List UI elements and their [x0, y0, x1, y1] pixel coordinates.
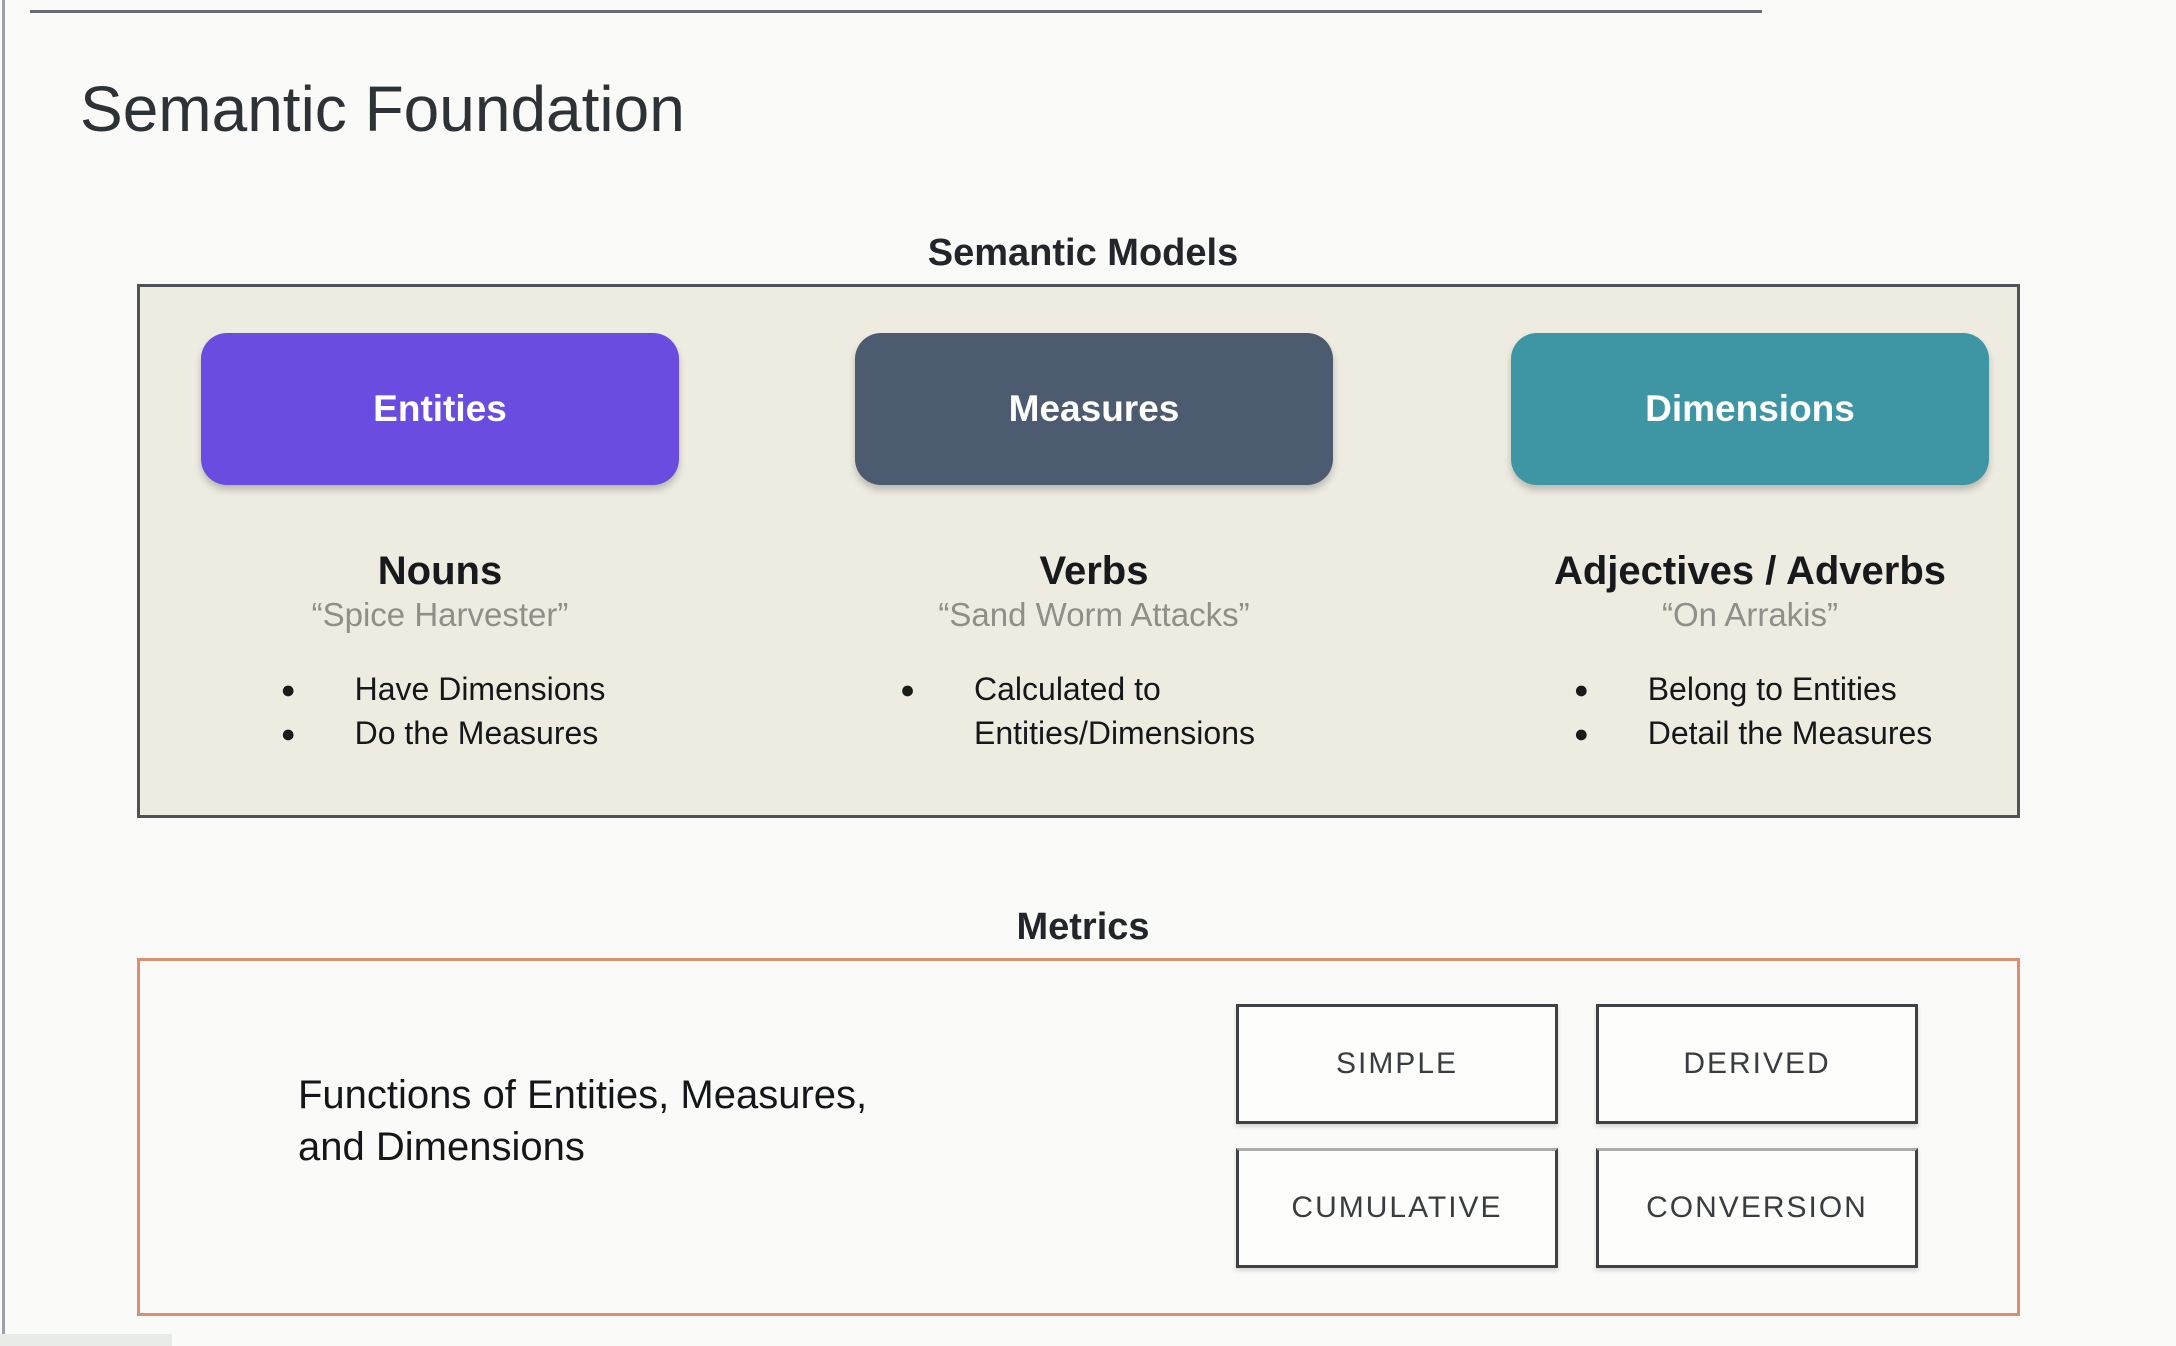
dimensions-column: Dimensions Adjectives / Adverbs “On Arra… [1470, 333, 2030, 756]
entities-pill: Entities [201, 333, 679, 485]
dimensions-heading: Adjectives / Adverbs [1553, 549, 1946, 593]
bullet-item: Detail the Measures [1568, 711, 1933, 756]
semantic-models-header: Semantic Models [927, 232, 1239, 274]
bullet-item: Calculated to Entities/Dimensions [894, 667, 1294, 755]
measures-quote: “Sand Worm Attacks” [938, 596, 1250, 633]
measures-column: Measures Verbs “Sand Worm Attacks” Calcu… [814, 333, 1374, 755]
metric-type-box-conversion: CONVERSION [1596, 1148, 1918, 1268]
dimensions-bullet-list: Belong to Entities Detail the Measures [1568, 667, 1933, 756]
dimensions-pill: Dimensions [1511, 333, 1989, 485]
measures-bullet-list: Calculated to Entities/Dimensions [894, 667, 1294, 755]
metrics-description-line: Functions of Entities, Measures, [298, 1073, 868, 1117]
page-title: Semantic Foundation [80, 73, 685, 145]
metric-type-label: CUMULATIVE [1291, 1191, 1503, 1224]
bullet-item: Have Dimensions [275, 667, 606, 712]
metric-type-grid: SIMPLE DERIVED CUMULATIVE CONVERSION [1236, 1004, 1918, 1268]
dimensions-quote: “On Arrakis” [1661, 596, 1839, 633]
metric-type-box-derived: DERIVED [1596, 1004, 1918, 1124]
measures-pill-label: Measures [1008, 388, 1180, 429]
entities-pill-label: Entities [373, 388, 507, 429]
bullet-item: Do the Measures [275, 711, 606, 756]
entities-bullet-list: Have Dimensions Do the Measures [275, 667, 606, 756]
entities-column: Entities Nouns “Spice Harvester” Have Di… [160, 333, 720, 756]
bottom-left-strip [0, 1334, 172, 1346]
window-top-border [30, 10, 1762, 13]
metrics-description: Functions of Entities, Measures, and Dim… [298, 1069, 867, 1173]
entities-quote: “Spice Harvester” [311, 596, 569, 633]
window-left-border [2, 0, 5, 1346]
metrics-header: Metrics [1016, 906, 1150, 948]
metric-type-box-simple: SIMPLE [1236, 1004, 1558, 1124]
semantic-models-panel: Entities Nouns “Spice Harvester” Have Di… [137, 284, 2020, 818]
measures-heading: Verbs [1039, 549, 1149, 593]
metrics-description-line: and Dimensions [298, 1125, 585, 1169]
dimensions-pill-label: Dimensions [1645, 388, 1855, 429]
bullet-item: Belong to Entities [1568, 667, 1933, 712]
measures-pill: Measures [855, 333, 1333, 485]
metric-type-label: DERIVED [1683, 1047, 1831, 1080]
entities-heading: Nouns [377, 549, 503, 593]
metric-type-label: SIMPLE [1335, 1047, 1459, 1080]
metric-type-box-cumulative: CUMULATIVE [1236, 1148, 1558, 1268]
metric-type-label: CONVERSION [1646, 1191, 1868, 1224]
metrics-panel: Functions of Entities, Measures, and Dim… [137, 958, 2020, 1316]
